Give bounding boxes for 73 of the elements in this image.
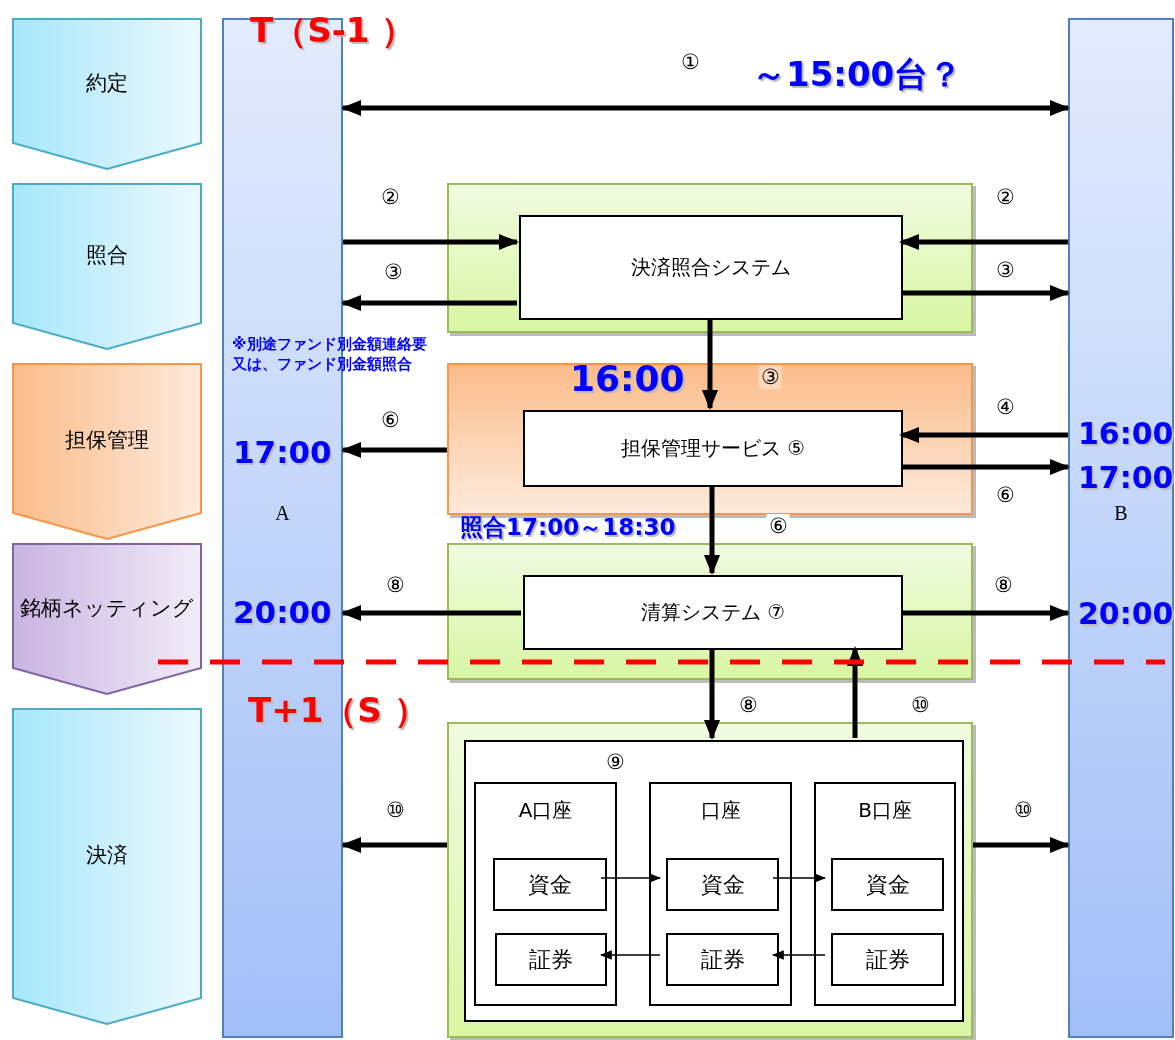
arrow: [901, 459, 1070, 475]
box-label: 決済照合システム: [630, 254, 792, 281]
arrow: [901, 285, 1070, 301]
process-box: [519, 215, 903, 320]
ledger-label: 資金: [699, 871, 746, 899]
arrow: [341, 442, 447, 458]
process-box: [523, 410, 903, 487]
stage-band: [447, 543, 973, 680]
ledger-label: 証券: [528, 946, 574, 974]
arrow: [771, 950, 826, 960]
time-label: ～15:00台？: [752, 53, 963, 96]
arrow: [704, 648, 720, 740]
process-box: [523, 575, 903, 650]
arrow: [702, 318, 718, 410]
arrow: [772, 873, 827, 883]
phase-label: 銘柄ネッティング: [19, 594, 195, 622]
account-label: B口座: [857, 797, 913, 824]
phase-label: 約定: [85, 69, 129, 97]
account-box: [649, 782, 792, 1006]
arrow: [899, 427, 1068, 443]
date-label: T+1（S ）: [248, 689, 428, 732]
ledger-box: [831, 858, 944, 911]
phase-header: [12, 18, 202, 170]
phase-header: [12, 708, 202, 1025]
account-label: 口座: [699, 797, 742, 824]
arrow: [341, 837, 447, 853]
ledger-label: 資金: [527, 871, 573, 899]
phase-label: 決済: [85, 842, 129, 869]
arrow: [847, 646, 863, 738]
participant-label: B: [1113, 502, 1129, 525]
phase-header: [12, 543, 202, 695]
time-label: 17:00: [233, 434, 332, 470]
phase-header: [12, 363, 202, 540]
stage-band: [447, 183, 973, 333]
account-box: [814, 782, 956, 1006]
time-label: 20:00: [1078, 596, 1174, 631]
arrow: [600, 873, 662, 883]
step-number: ⑨: [606, 750, 625, 774]
arrow: [973, 837, 1070, 853]
time-label: 照合17:00～18:30: [460, 513, 676, 542]
edge-label: ③: [758, 365, 782, 389]
arrow: [899, 234, 1068, 250]
time-label: 16:00: [570, 358, 685, 399]
ledger-box: [666, 933, 779, 986]
arrow: [704, 485, 720, 575]
ledger-box: [666, 858, 779, 911]
ledger-box: [495, 933, 607, 986]
phase-label: 照合: [85, 242, 129, 269]
ledger-label: 証券: [699, 946, 746, 974]
time-label: 16:00: [1078, 416, 1174, 451]
settlement-panel: [464, 740, 964, 1022]
phase-header: [12, 183, 202, 350]
time-label: 17:00: [1078, 460, 1174, 495]
arrow: [341, 605, 521, 621]
ledger-label: 証券: [864, 946, 911, 974]
time-label: 20:00: [233, 594, 332, 630]
ledger-label: 資金: [864, 871, 911, 899]
ledger-box: [493, 858, 607, 911]
ledger-box: [831, 933, 944, 986]
account-box: [474, 782, 617, 1006]
arrow: [341, 100, 1070, 116]
box-label: 清算システム ⑦: [639, 599, 787, 626]
participant-bar: [1068, 18, 1174, 1038]
account-label: A口座: [517, 797, 574, 824]
stage-band: [447, 722, 973, 1038]
arrow: [599, 950, 661, 960]
arrow: [901, 605, 1070, 621]
arrow: [341, 295, 517, 311]
phase-label: 担保管理: [64, 427, 150, 454]
stage-band: [447, 363, 973, 515]
box-label: 担保管理サービス ⑤: [619, 435, 807, 462]
participant-label: A: [274, 502, 291, 525]
arrow: [343, 234, 519, 250]
